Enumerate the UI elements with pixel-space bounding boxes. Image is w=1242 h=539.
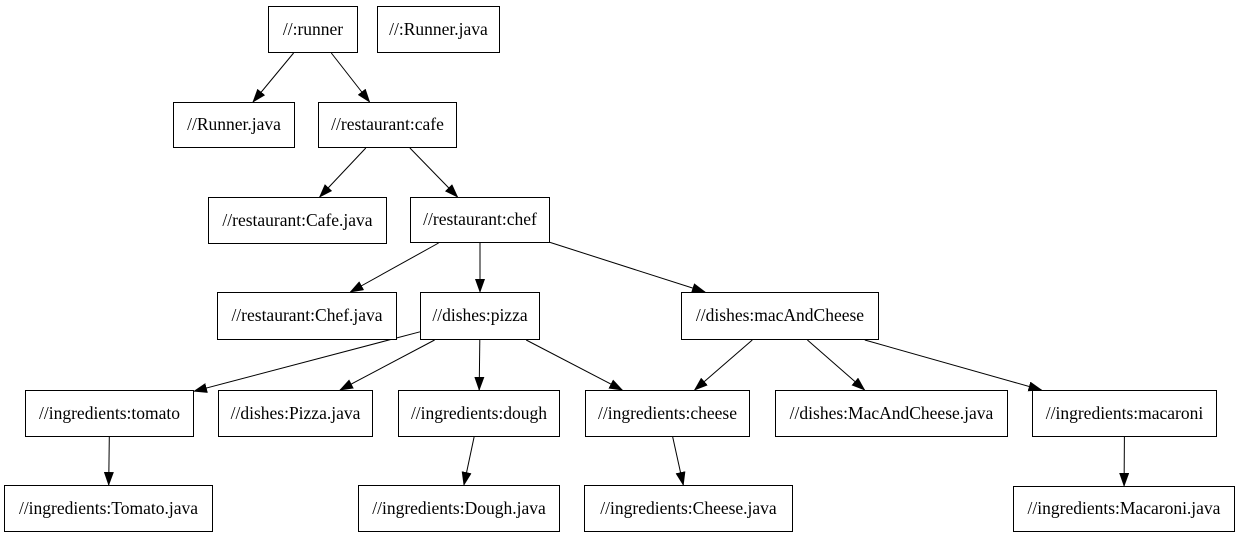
graph-node-tomato_java: //ingredients:Tomato.java (4, 485, 213, 532)
graph-node-macandcheese_java: //dishes:MacAndCheese.java (775, 390, 1008, 437)
graph-node-cafe_java: //restaurant:Cafe.java (208, 197, 387, 244)
graph-node-cheese_java: //ingredients:Cheese.java (584, 485, 793, 532)
graph-node-runner_java_root: //:Runner.java (377, 6, 500, 53)
graph-node-tomato: //ingredients:tomato (25, 390, 194, 437)
edge-cafe-to-chef (409, 147, 459, 198)
edge-chef-to-chef_java (349, 242, 439, 293)
edge-group (103, 52, 1130, 487)
graph-node-cafe: //restaurant:cafe (318, 102, 457, 148)
edge-macandcheese-to-macandcheese_java (807, 339, 866, 391)
edge-cafe-to-cafe_java (318, 147, 367, 198)
edge-macandcheese-to-cheese (693, 339, 753, 391)
edge-pizza-to-cheese (525, 339, 624, 391)
graph-node-chef_java: //restaurant:Chef.java (217, 292, 397, 340)
graph-node-cheese: //ingredients:cheese (585, 390, 750, 437)
edge-pizza-to-pizza_java (339, 339, 435, 391)
graph-node-macaroni: //ingredients:macaroni (1032, 390, 1217, 437)
graph-node-dough_java: //ingredients:Dough.java (358, 485, 560, 532)
graph-node-macaroni_java: //ingredients:Macaroni.java (1013, 486, 1235, 532)
edge-dough-to-dough_java (461, 436, 475, 486)
graph-node-chef: //restaurant:chef (410, 197, 550, 243)
edge-pizza-to-dough (474, 339, 485, 391)
edge-chef-to-macandcheese (549, 241, 706, 293)
graph-node-runner: //:runner (268, 6, 358, 53)
edge-macandcheese-to-macaroni (864, 339, 1043, 392)
graph-node-pizza_java: //dishes:Pizza.java (218, 390, 373, 437)
edge-cheese-to-cheese_java (672, 436, 686, 486)
graph-node-pizza: //dishes:pizza (420, 292, 540, 340)
graph-node-runner_java: //Runner.java (173, 102, 295, 148)
graph-node-macandcheese: //dishes:macAndCheese (681, 292, 879, 340)
graph-node-dough: //ingredients:dough (398, 390, 560, 437)
edge-pizza-to-tomato (193, 331, 421, 393)
edge-tomato-to-tomato_java (103, 436, 114, 486)
edge-runner-to-runner_java (252, 52, 294, 103)
edge-runner-to-cafe (330, 52, 371, 103)
